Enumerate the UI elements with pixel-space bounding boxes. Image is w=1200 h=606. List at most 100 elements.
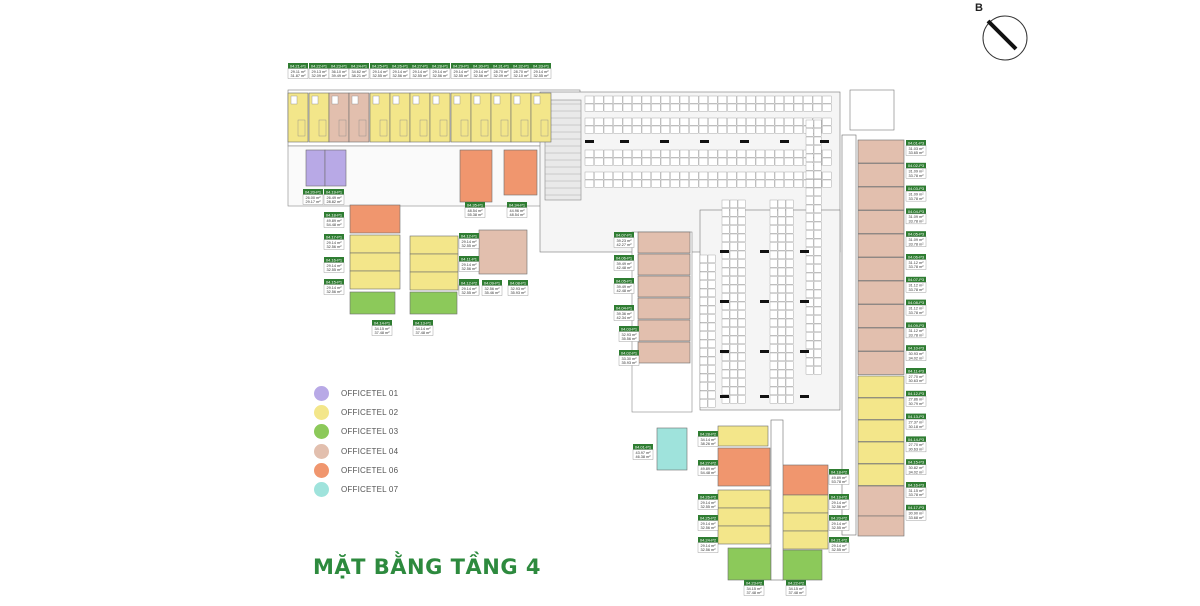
unit-area-1: 29.14 m²: [701, 501, 717, 505]
unit-code: 04.16-P3: [908, 482, 925, 487]
parking-stall: [689, 171, 699, 180]
parking-stall: [717, 95, 727, 104]
parking-stall: [613, 157, 623, 166]
parking-stall: [721, 335, 730, 344]
unit-code: 04.13-P1: [415, 320, 432, 325]
parking-stall: [689, 103, 699, 112]
parking-stall: [660, 125, 670, 134]
parking-stall: [698, 171, 708, 180]
unit-area-box: [458, 261, 480, 272]
unit-code: 04.26-P2: [700, 494, 717, 499]
unit-area-2: 33.78 m²: [909, 265, 925, 269]
parking-stall: [813, 170, 822, 179]
unit-officetel-06: [779, 464, 829, 496]
unit-code-tag: [614, 255, 634, 261]
structural-column: [760, 300, 769, 303]
legend-label: OFFICETEL 03: [341, 427, 399, 437]
unit-code: 04.34-P1: [509, 202, 526, 207]
parking-stall: [737, 335, 746, 344]
bathroom: [331, 95, 339, 105]
unit-code-tag: [906, 276, 926, 283]
legend-swatch: [314, 462, 329, 478]
unit-area-2: 32.56 m²: [832, 505, 848, 509]
parking-stall: [584, 103, 594, 112]
parking-stall: [708, 149, 718, 158]
unit-code: 04.23-P1: [331, 63, 348, 68]
parking-stall: [707, 348, 716, 357]
parking-stall: [777, 361, 786, 370]
parking-stall: [805, 238, 814, 247]
unit-area-2: 35.46 m²: [485, 291, 501, 295]
parking-stall: [613, 149, 623, 158]
unit-officetel-04: [857, 139, 905, 164]
parking-stall: [784, 103, 794, 112]
legend-item: OFFICETEL 04: [314, 442, 464, 461]
parking-stall: [785, 225, 794, 234]
parking-stall: [729, 386, 738, 395]
unit-code: 04.01-P1: [635, 444, 652, 449]
parking-stall: [632, 157, 642, 166]
parking-stall: [755, 171, 765, 180]
structural-column: [720, 350, 729, 353]
unit-area-1: 30.90 m²: [909, 512, 925, 516]
unit-officetel-02: [349, 252, 401, 272]
parking-stall: [721, 199, 730, 208]
parking-stall: [769, 250, 778, 259]
unit-code-tag: [829, 537, 849, 543]
parking-stall: [813, 315, 822, 324]
unit-officetel-02: [717, 425, 769, 447]
unit-officetel-04: [857, 233, 905, 258]
parking-stall: [641, 103, 651, 112]
parking-stall: [594, 117, 604, 126]
parking-stall: [813, 366, 822, 375]
unit-area-1: 29.14 m²: [413, 70, 429, 74]
legend-label: OFFICETEL 07: [341, 485, 399, 495]
unit-officetel-06: [349, 204, 401, 234]
unit-area-1: 29.14 m²: [832, 522, 848, 526]
unit-area-box: [464, 207, 486, 218]
structural-column: [800, 395, 809, 398]
parking-stall: [594, 125, 604, 134]
parking-stall: [785, 250, 794, 259]
parking-stall: [805, 179, 814, 188]
parking-stall: [727, 171, 737, 180]
parking-stall: [613, 125, 623, 134]
legend-label: OFFICETEL 01: [341, 389, 399, 399]
parking-stall: [584, 95, 594, 104]
unit-area-1: 28.70 m²: [494, 70, 510, 74]
unit-code-tag: [288, 63, 308, 69]
unit-area-2: 37.48 m²: [747, 591, 763, 595]
parking-stall: [777, 378, 786, 387]
unit-code-tag: [906, 390, 926, 397]
parking-stall: [785, 361, 794, 370]
parking-stall: [729, 208, 738, 217]
unit-area-1: 29.11 m²: [291, 70, 306, 74]
unit-code: 04.27-P1: [412, 63, 429, 68]
parking-stall: [777, 318, 786, 327]
unit-area-box: [905, 259, 927, 270]
legend-item: OFFICETEL 06: [314, 461, 464, 480]
parking-stall: [765, 103, 775, 112]
parking-stall: [707, 331, 716, 340]
unit-code-tag: [906, 231, 926, 237]
parking-stall: [727, 95, 737, 104]
unit-area-2: 42.27 m²: [617, 243, 633, 247]
unit-area-1: 31.12 m²: [909, 284, 925, 288]
unit-code-tag: [465, 202, 485, 208]
parking-stall: [721, 318, 730, 327]
parking-stall: [584, 157, 594, 166]
parking-stall: [660, 157, 670, 166]
parking-stall: [603, 149, 613, 158]
parking-stall: [812, 103, 822, 112]
parking-stall: [805, 187, 814, 196]
parking-stall: [717, 125, 727, 134]
parking-stall: [632, 103, 642, 112]
unit-area-1: 29.14 m²: [393, 70, 409, 74]
unit-code-tag: [507, 202, 527, 208]
